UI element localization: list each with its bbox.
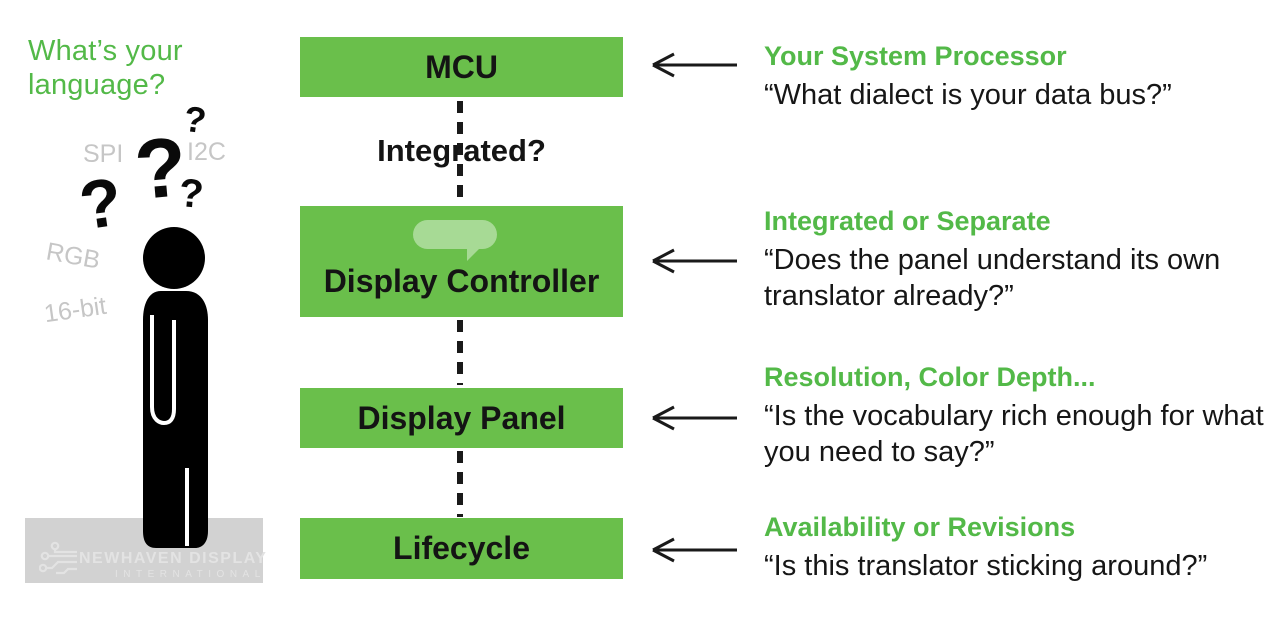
speech-bubble-tail <box>467 247 481 261</box>
page-title: What’s your language? <box>28 34 183 102</box>
dashed-connector <box>457 101 463 202</box>
flow-node-label: MCU <box>425 48 498 85</box>
annotation-quote: “Is this translator sticking around?” <box>764 550 1208 582</box>
annotation-quote: “Does the panel understand its own trans… <box>764 244 1221 312</box>
dashed-connector <box>457 320 463 385</box>
dashed-connector <box>457 451 463 517</box>
flow-node-display-panel: Display Panel <box>300 388 623 448</box>
flow-node-label: Display Panel <box>357 399 566 436</box>
arrow-left-icon <box>652 248 737 274</box>
question-mark-icon: ? <box>181 97 209 142</box>
annotation-heading: Availability or Revisions <box>764 512 1076 542</box>
label-spi: SPI <box>83 140 124 168</box>
annotation-lifecycle: Availability or Revisions “Is this trans… <box>764 512 1266 584</box>
speech-bubble-icon <box>413 220 497 261</box>
watermark-name: NEWHAVEN DISPLAY <box>79 550 268 567</box>
page-title-line2: language? <box>28 69 166 101</box>
annotation-quote: “What dialect is your data bus?” <box>764 79 1172 111</box>
annotation-heading: Resolution, Color Depth... <box>764 362 1096 392</box>
label-i2c: I2C <box>187 138 226 166</box>
page-title-line1: What’s your <box>28 35 183 67</box>
circuit-logo-icon <box>39 541 77 575</box>
annotation-mcu: Your System Processor “What dialect is y… <box>764 41 1266 113</box>
flow-node-label: Lifecycle <box>393 530 530 566</box>
person-silhouette <box>143 227 208 548</box>
arrow-left-icon <box>652 405 737 431</box>
arrow-left-icon <box>652 52 737 78</box>
annotation-quote: “Is the vocabulary rich enough for what … <box>764 400 1264 468</box>
arrow-left-icon <box>652 537 737 563</box>
annotation-display-panel: Resolution, Color Depth... “Is the vocab… <box>764 362 1266 470</box>
flow-node-display-controller: Display Controller <box>300 206 623 317</box>
annotation-heading: Your System Processor <box>764 41 1067 71</box>
annotation-display-controller: Integrated or Separate “Does the panel u… <box>764 206 1266 314</box>
flow-node-mcu: MCU <box>300 37 623 97</box>
watermark-subtitle: INTERNATIONAL <box>115 569 266 580</box>
flow-node-lifecycle: Lifecycle <box>300 518 623 579</box>
connector-label-integrated: Integrated? <box>377 133 546 168</box>
annotation-heading: Integrated or Separate <box>764 206 1051 236</box>
question-mark-icon: ? <box>177 171 206 217</box>
flow-node-label: Display Controller <box>323 263 600 299</box>
